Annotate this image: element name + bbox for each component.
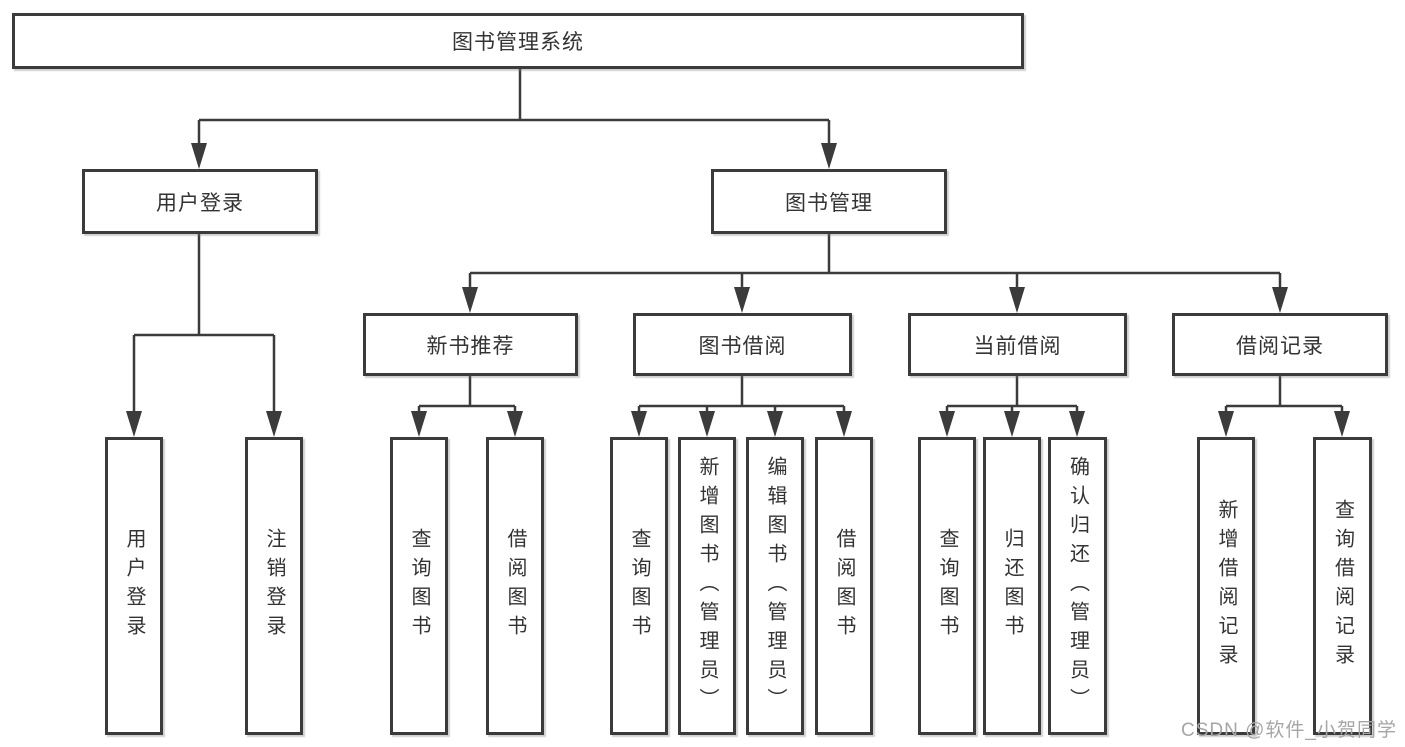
node-label: 图书管理 [785,191,873,215]
node-label: 图书管理系统 [452,31,584,54]
leaf-query-books-current: 查询图书 [918,437,976,735]
node-label: 借阅图书 [504,528,526,644]
leaf-query-borrow-record: 查询借阅记录 [1313,437,1372,735]
leaf-query-books-recommend: 查询图书 [390,437,448,735]
leaf-query-books-borrow: 查询图书 [610,437,668,735]
csdn-watermark: CSDN @软件_小贺同学 [1181,720,1397,741]
node-label: 新增借阅记录 [1215,499,1237,673]
node-current-borrow: 当前借阅 [908,313,1127,376]
node-label: 归还图书 [1001,528,1023,644]
node-label: 用户登录 [156,191,244,215]
leaf-add-borrow-record: 新增借阅记录 [1197,437,1255,735]
node-label: 新增图书（管理员） [696,455,718,717]
leaf-logout: 注销登录 [245,437,303,735]
node-label: 新书推荐 [426,334,515,358]
node-label: 查询图书 [628,528,650,644]
leaf-add-book-admin: 新增图书（管理员） [678,437,736,735]
node-label: 注销登录 [263,528,285,644]
node-label: 当前借阅 [973,334,1062,358]
node-library-management-system: 图书管理系统 [12,13,1024,69]
leaf-borrow-books-recommend: 借阅图书 [486,437,544,735]
node-label: 查询图书 [936,528,958,644]
node-new-book-recommend: 新书推荐 [363,313,578,376]
leaf-confirm-return-admin: 确认归还（管理员） [1048,437,1107,735]
node-borrow-records: 借阅记录 [1172,313,1388,376]
node-label: 查询图书 [408,528,430,644]
node-book-management: 图书管理 [711,169,947,234]
node-label: 借阅图书 [833,528,855,644]
leaf-user-login: 用户登录 [105,437,163,735]
node-user-login: 用户登录 [82,169,318,234]
node-label: 查询借阅记录 [1331,499,1354,673]
node-book-borrow: 图书借阅 [633,313,852,376]
leaf-borrow-books-borrow: 借阅图书 [815,437,873,735]
node-label: 编辑图书（管理员） [764,455,786,717]
leaf-return-books: 归还图书 [983,437,1041,735]
node-label: 确认归还（管理员） [1066,455,1089,717]
node-label: 图书借阅 [698,334,787,358]
node-label: 借阅记录 [1236,334,1324,358]
leaf-edit-book-admin: 编辑图书（管理员） [746,437,804,735]
node-label: 用户登录 [123,528,145,644]
